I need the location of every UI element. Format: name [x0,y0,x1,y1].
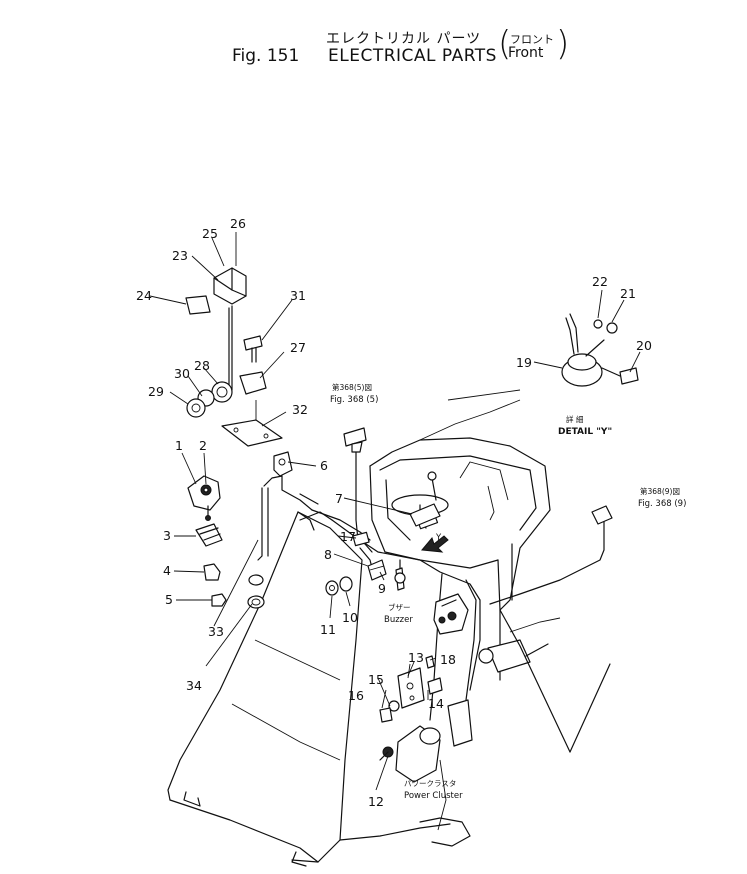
steering-column-housing [369,399,551,681]
callout-3: 3 [163,528,171,543]
right-actuator [447,617,561,747]
callout-4: 4 [163,563,171,578]
callout-12: 12 [368,794,384,809]
callout-33: 33 [208,624,224,639]
callout-31: 31 [290,288,306,303]
callout-17: 17 [340,529,356,544]
annotation-labels: 第368(5)図 Fig. 368 (5) 第368(9)図 Fig. 368 … [330,382,686,801]
buzzer-en: Buzzer [384,615,413,625]
title-jp: エレクトリカル パーツ [326,31,482,47]
harness-clip [273,451,293,477]
lamp-assembly [185,267,283,447]
ref-right-jp: 第368(9)図 [640,486,680,496]
clamp [195,523,223,547]
callout-5: 5 [165,592,173,607]
title-en: ELECTRICAL PARTS [328,46,497,66]
tee-connector-top [343,427,367,453]
callout-numbers: 1 2 3 4 5 6 7 8 9 10 11 12 13 14 15 16 1… [136,216,652,809]
view-y-arrow: Y [421,533,449,553]
callout-32: 32 [292,402,308,417]
leader-lines [149,232,641,791]
paren-right: ) [556,24,570,64]
callout-23: 23 [172,248,188,263]
callout-19: 19 [516,355,532,370]
connector-right [591,505,613,525]
right-panel-edge [499,609,571,753]
bracket-small [203,563,221,581]
callout-22: 22 [592,274,608,289]
nut-34 [247,595,265,609]
svg-text:Y: Y [435,533,442,543]
paren-jp: フロント [510,33,554,46]
paren-en: Front [508,45,544,61]
callout-18: 18 [440,652,456,667]
connector-17 [352,531,370,547]
callout-2: 2 [199,438,207,453]
key-switch [187,475,221,521]
callout-25: 25 [202,226,218,241]
detail-y [561,313,639,387]
nut-5 [211,593,227,607]
callout-24: 24 [136,288,152,303]
callout-10: 10 [342,610,358,625]
callout-14: 14 [428,696,444,711]
buzzer-jp: ブザー [388,602,411,612]
switch-7 [409,503,441,527]
ref-right-en: Fig. 368 (9) [638,499,686,509]
fig-label: Fig. 151 [232,46,300,66]
ref-top-en: Fig. 368 (5) [330,395,378,405]
washer-33 [248,574,264,586]
callout-13: 13 [408,650,424,665]
callout-29: 29 [148,384,164,399]
callout-15: 15 [368,672,384,687]
paren-left: ( [498,24,512,64]
callout-8: 8 [324,547,332,562]
callout-6: 6 [320,458,328,473]
dash-panel-body [167,511,451,867]
callout-7: 7 [335,491,343,506]
callout-28: 28 [194,358,210,373]
callout-27: 27 [290,340,306,355]
callout-11: 11 [320,622,336,637]
ref-top-jp: 第368(5)図 [332,382,372,392]
cluster-en: Power Cluster [404,791,463,801]
detail-en: DETAIL "Y" [558,427,612,437]
power-cluster [379,725,441,783]
horn-parts [325,559,406,596]
callout-21: 21 [620,286,636,301]
callout-34: 34 [186,678,202,693]
cluster-jp: パワークラスタ [404,779,456,788]
callout-1: 1 [175,438,183,453]
callout-9: 9 [378,581,386,596]
cluster-parts [379,655,443,723]
detail-jp: 詳 細 [566,414,583,424]
callout-20: 20 [636,338,652,353]
callout-26: 26 [230,216,246,231]
relay-block [433,593,469,635]
callout-16: 16 [348,688,364,703]
bottom-hose [419,817,471,847]
callout-30: 30 [174,366,190,381]
